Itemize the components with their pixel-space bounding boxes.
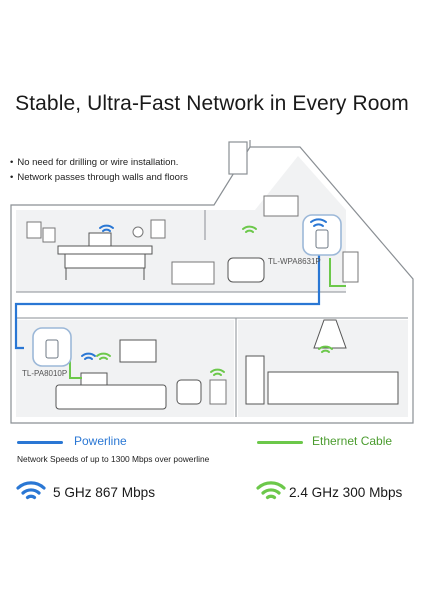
wifi-icon: [81, 218, 333, 376]
chimney: [228, 141, 248, 175]
powerline-legend-swatch: [17, 441, 63, 444]
sofa: [55, 384, 167, 410]
band-2-4ghz-label: 2.4 GHz 300 Mbps: [289, 485, 403, 500]
cabinet: [209, 379, 227, 405]
radiator: [171, 261, 215, 285]
ethernet-legend-swatch: [257, 441, 303, 444]
side-table: [342, 251, 359, 283]
extender-downstairs: [32, 327, 72, 367]
picture-frame: [26, 221, 42, 239]
bullet-no-drilling: No need for drilling or wire installatio…: [10, 157, 178, 168]
kitchen-counter: [267, 371, 399, 405]
powerline-cable: [14, 232, 321, 350]
extender-upstairs: [302, 214, 342, 256]
wifi-icon-green: [256, 480, 286, 502]
house-illustration: [10, 140, 414, 424]
ethernet-cable-upstairs: [329, 258, 346, 287]
fridge: [245, 355, 265, 405]
router-stand: [80, 372, 108, 386]
ethernet-legend-label: Ethernet Cable: [312, 434, 393, 448]
monitor: [88, 232, 112, 247]
wall-clock: [132, 226, 144, 238]
house-outline: [10, 140, 414, 424]
shelf-frame: [150, 219, 166, 239]
tv: [119, 339, 157, 363]
bullet-through-walls: Network passes through walls and floors: [10, 172, 188, 183]
device-label-upstairs: TL-WPA8631P: [268, 257, 321, 266]
picture-frame: [42, 227, 56, 243]
attic-picture: [263, 195, 299, 217]
band-5ghz-label: 5 GHz 867 Mbps: [53, 485, 155, 500]
wifi-icon-blue: [16, 480, 46, 502]
armchair: [227, 257, 265, 283]
range-hood: [313, 319, 347, 349]
powerline-legend-label: Powerline: [74, 434, 127, 448]
armchair-downstairs: [176, 379, 202, 405]
device-label-downstairs: TL-PA8010P: [22, 369, 68, 378]
speed-note: Network Speeds of up to 1300 Mbps over p…: [17, 454, 210, 464]
desk: [57, 245, 153, 280]
page-title: Stable, Ultra-Fast Network in Every Room: [15, 92, 409, 115]
